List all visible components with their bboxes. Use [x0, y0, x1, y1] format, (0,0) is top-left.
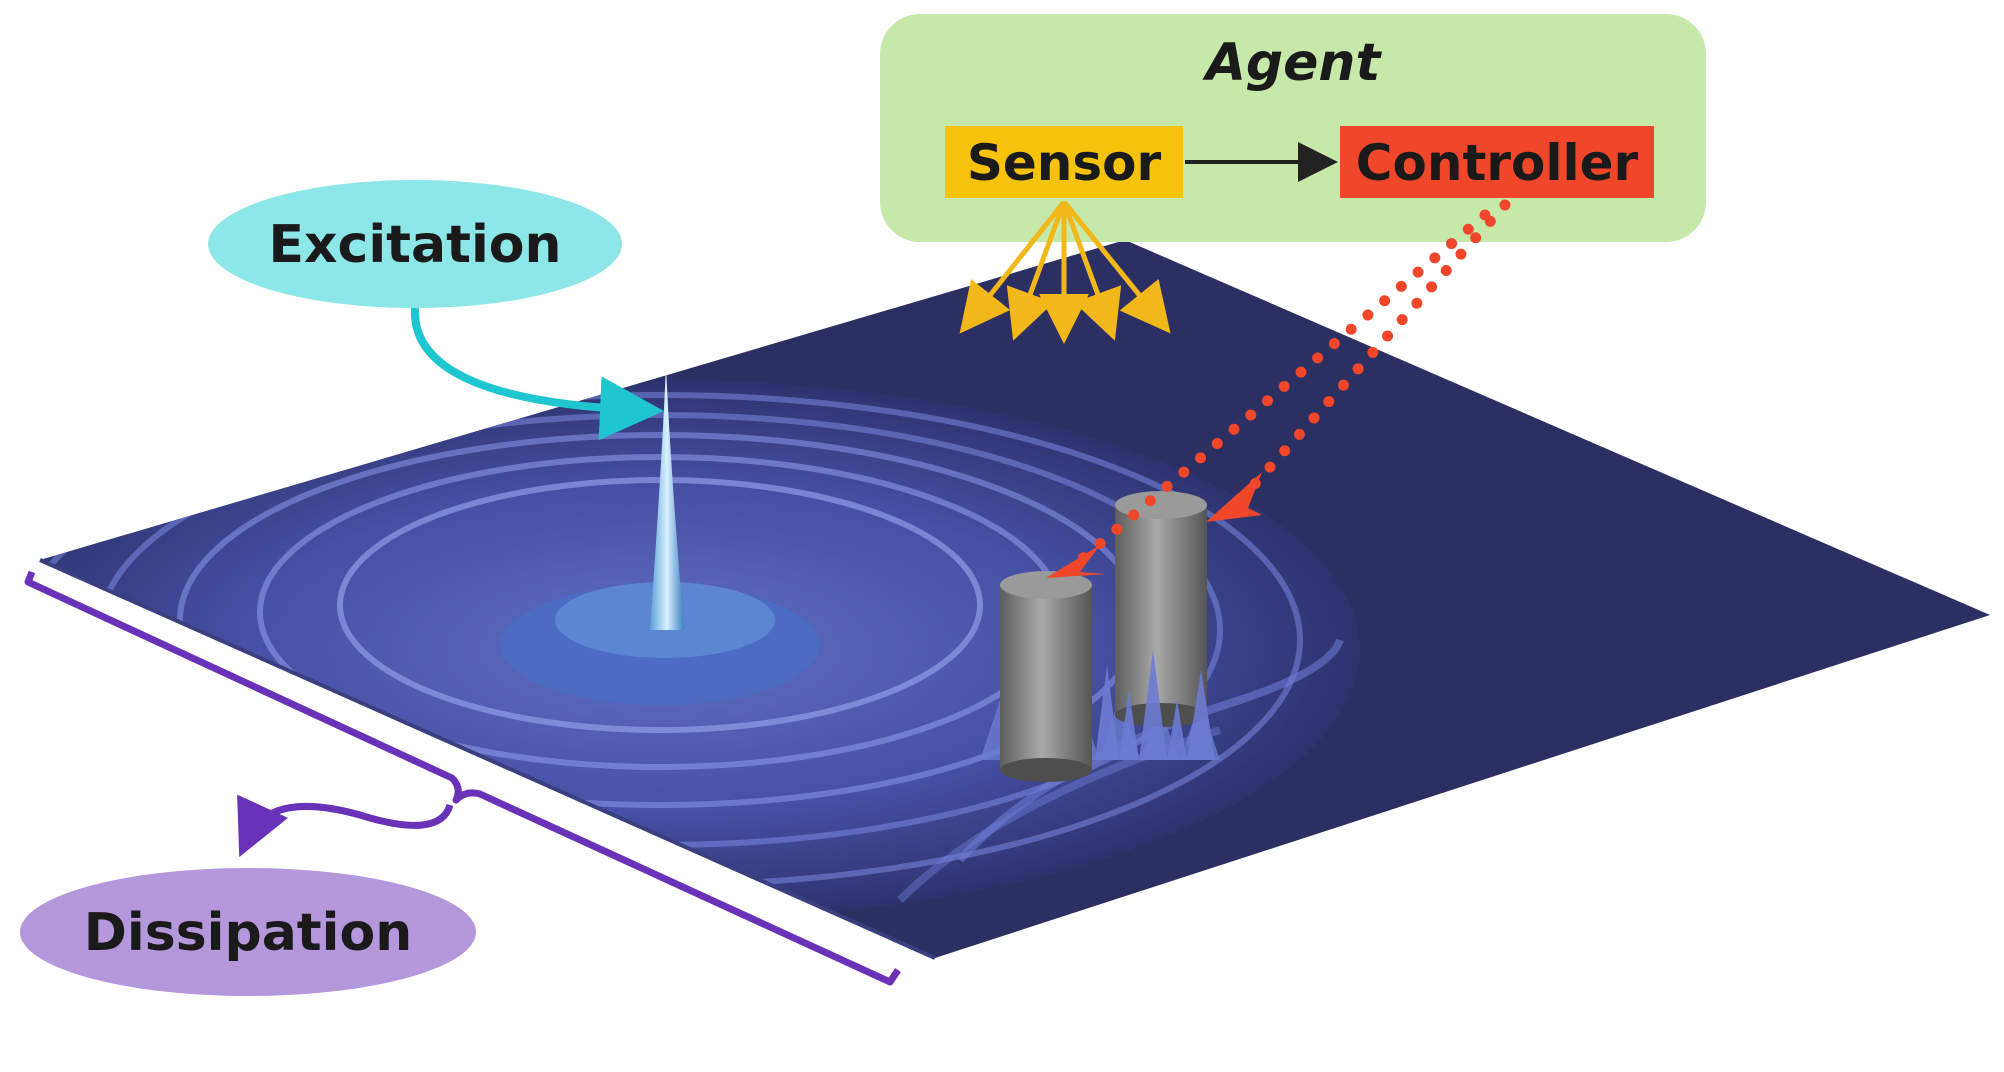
controller-label: Controller [1356, 134, 1639, 192]
dissipation-callout: Dissipation [20, 570, 901, 996]
sensor-rays [959, 200, 1171, 344]
dissipation-bracket [24, 570, 901, 986]
pillar-left [1000, 571, 1092, 782]
dissipation-label: Dissipation [84, 903, 412, 963]
excitation-callout: Excitation [208, 180, 664, 441]
excitation-spike [650, 365, 684, 630]
excitation-label: Excitation [268, 215, 561, 275]
pillar-right [1115, 491, 1207, 727]
controller-actuation-lines [1046, 199, 1511, 578]
sensor-box: Sensor [945, 126, 1183, 198]
pillar-wakes [1095, 650, 1215, 760]
water-surface [39, 240, 1990, 960]
agent-title: Agent [1202, 33, 1383, 93]
dissipation-arrow [237, 794, 454, 858]
controller-box: Controller [1340, 126, 1654, 198]
sensor-label: Sensor [967, 134, 1162, 192]
excitation-arrow [410, 307, 664, 441]
